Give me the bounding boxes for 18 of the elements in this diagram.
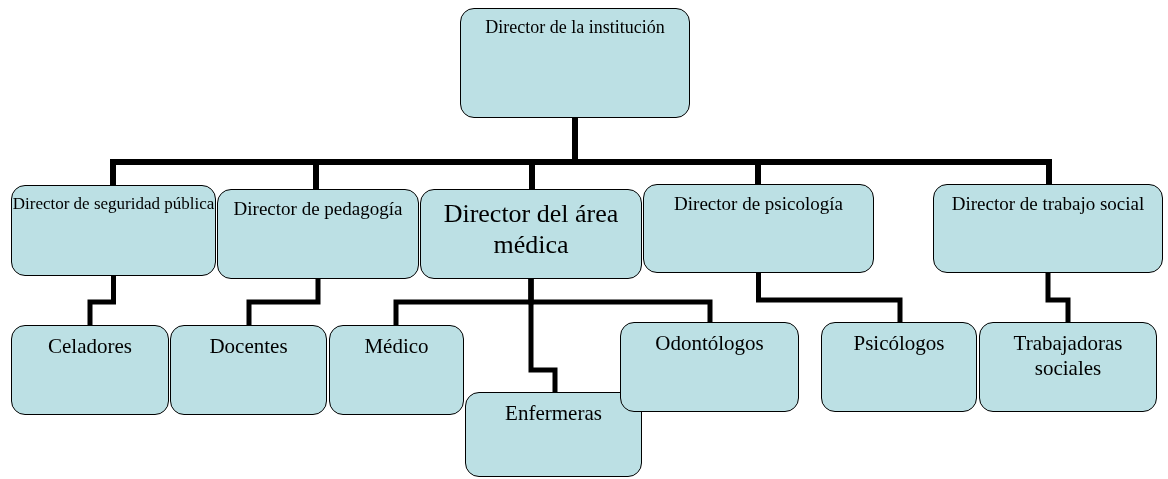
connector-line [246, 279, 321, 325]
org-box: Psicólogos [821, 322, 977, 412]
connector-line [528, 279, 713, 322]
org-box: Celadores [11, 325, 169, 415]
org-box: Director de psicología [643, 184, 874, 273]
org-box: Docentes [170, 325, 327, 415]
connector-line [1045, 273, 1071, 322]
connector-line [756, 273, 903, 322]
org-box: Trabajadoras sociales [979, 322, 1157, 412]
org-box: Odontólogos [620, 322, 799, 412]
org-box: Enfermeras [465, 392, 642, 477]
org-box: Médico [329, 325, 464, 415]
org-box: Director de pedagogía [217, 189, 419, 279]
org-box: Director de trabajo social [933, 184, 1163, 273]
connector-line [87, 276, 116, 325]
org-box: Director de la institución [460, 8, 690, 118]
org-box: Director de seguridad pública [11, 185, 216, 276]
org-box: Director del área médica [420, 189, 642, 279]
